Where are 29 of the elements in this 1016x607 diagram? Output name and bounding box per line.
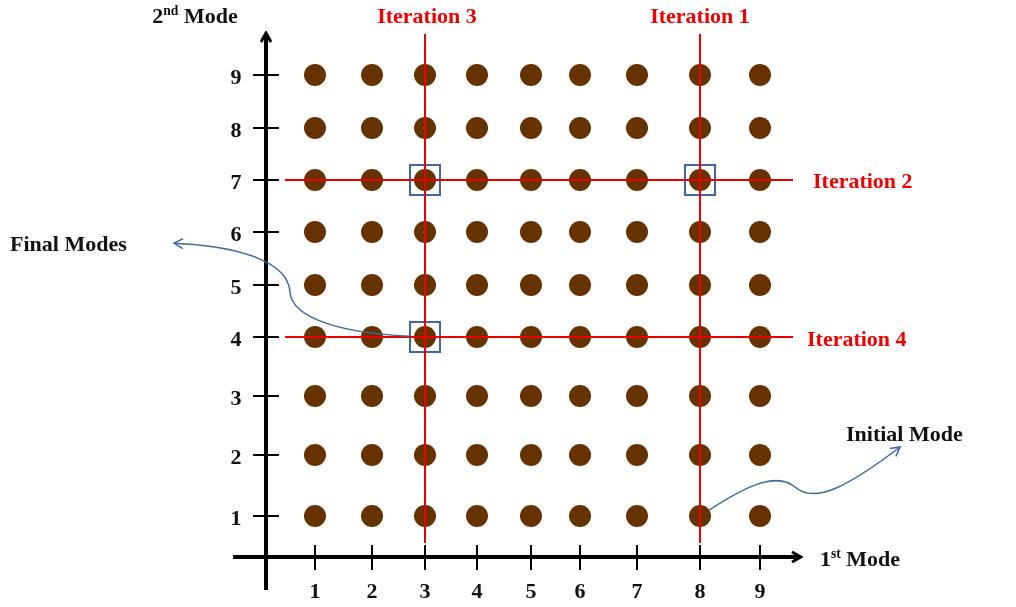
axis-label: 2 bbox=[230, 443, 242, 471]
axis-label: 6 bbox=[574, 577, 586, 605]
axis-label: 6 bbox=[230, 220, 242, 248]
iteration-label: Iteration 1 bbox=[650, 2, 750, 30]
iteration-label: Iteration 4 bbox=[807, 325, 907, 353]
axis-label: 1$^{st}$ Mode bbox=[820, 545, 901, 573]
axis-label: 1 bbox=[309, 577, 321, 605]
axis-label: 8 bbox=[694, 577, 706, 605]
axis-label: 7 bbox=[631, 577, 643, 605]
callout-text: Final Modes bbox=[10, 231, 127, 257]
leader-arrow bbox=[708, 446, 901, 511]
axis-label: 4 bbox=[471, 577, 483, 605]
axis-label: 4 bbox=[230, 325, 242, 353]
axis-label: 3 bbox=[419, 577, 431, 605]
callout-text: Initial Mode bbox=[846, 421, 963, 447]
axis-label: 2 bbox=[366, 577, 378, 605]
iteration-label: Iteration 3 bbox=[377, 2, 477, 30]
axis-label: 3 bbox=[230, 384, 242, 412]
axis-label: 7 bbox=[230, 168, 242, 196]
leader-arrow bbox=[173, 237, 410, 337]
axis-label: 2$^{nd}$ Mode bbox=[152, 2, 238, 30]
iteration-label: Iteration 2 bbox=[813, 167, 913, 195]
axis-label: 9 bbox=[754, 577, 766, 605]
axis-label: 1 bbox=[230, 504, 242, 532]
axis-label: 8 bbox=[230, 116, 242, 144]
axis-label: 5 bbox=[525, 577, 537, 605]
grid-dot bbox=[689, 505, 711, 527]
axis-label: 9 bbox=[230, 63, 242, 91]
axis-label: 5 bbox=[230, 273, 242, 301]
